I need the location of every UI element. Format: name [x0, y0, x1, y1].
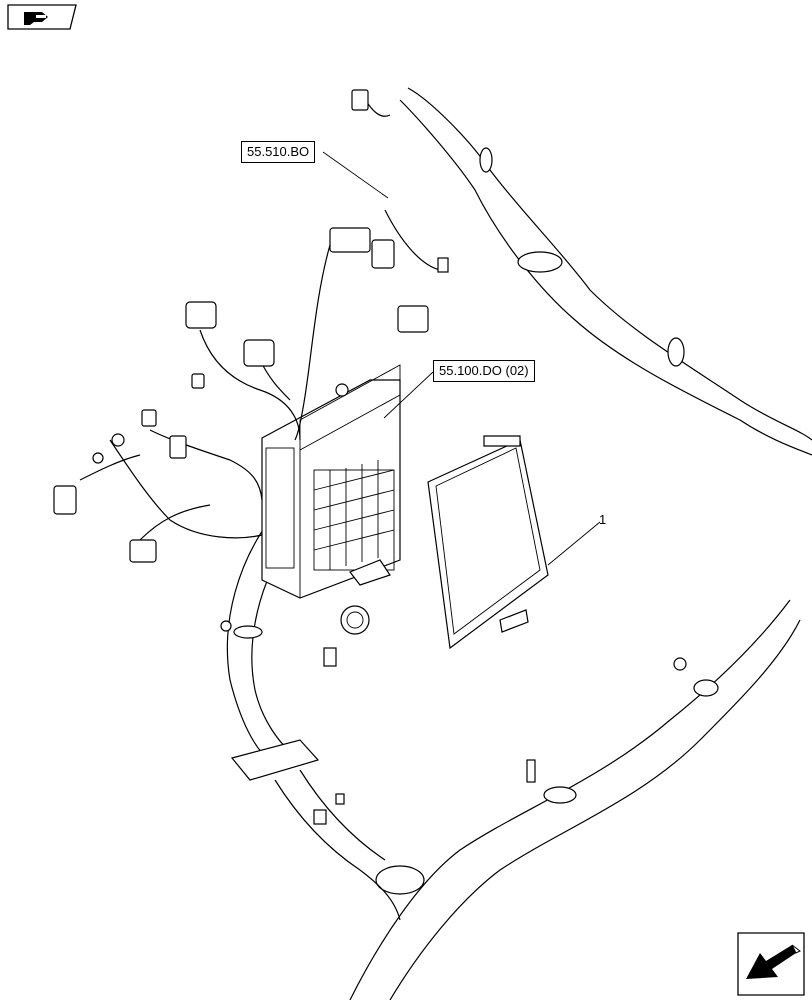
hand-pointing-right-icon	[24, 12, 48, 25]
left-harness-branch	[226, 519, 401, 921]
view-indicator-badge	[7, 4, 77, 30]
reference-callout-55-510-bo[interactable]: 55.510.BO	[241, 141, 316, 163]
item-number-label: 1	[599, 512, 607, 527]
fuse-relay-box	[261, 364, 401, 667]
fuse-box-cover	[427, 435, 601, 650]
arrow-direction-icon	[737, 932, 805, 996]
main-harness-lower	[349, 599, 801, 1000]
reference-callout-55-100-do[interactable]: 55.100.DO (02)	[433, 360, 535, 382]
leader-lines	[322, 151, 434, 419]
main-harness-upper	[399, 87, 812, 456]
connectors	[53, 89, 449, 632]
